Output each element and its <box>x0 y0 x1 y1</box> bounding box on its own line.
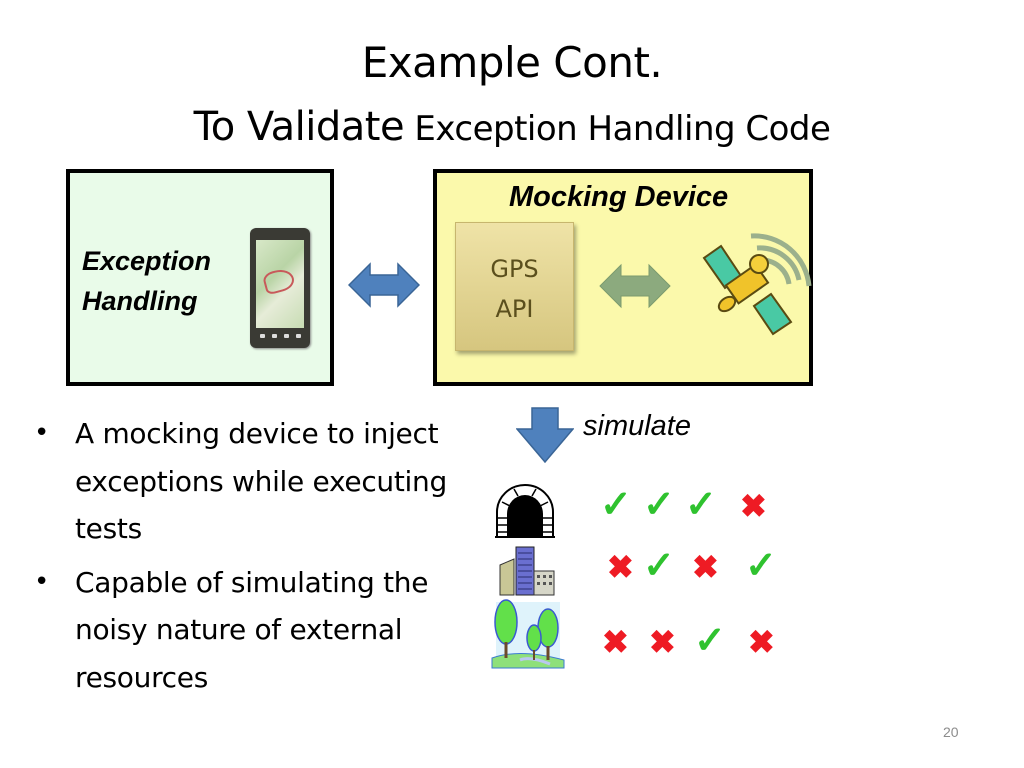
mocking-device-title: Mocking Device <box>509 181 729 213</box>
cross-icon: ✖ <box>607 549 634 585</box>
double-arrow-icon <box>348 262 420 308</box>
bullet-text: Capable of simulating the noisy nature o… <box>75 565 429 694</box>
exception-handling-label: Exception Handling <box>82 241 211 321</box>
tunnel-icon <box>495 484 555 538</box>
label-line1: Exception <box>82 246 212 276</box>
gps-api-box: GPS API <box>455 222 574 351</box>
bullet-list: • A mocking device to inject exceptions … <box>34 410 464 707</box>
title-small-part: Exception Handling Code <box>404 109 831 149</box>
title-big-part: To Validate <box>193 104 405 150</box>
mocking-device-box: Mocking Device GPS API <box>433 169 813 386</box>
check-icon: ✓ <box>643 545 675 587</box>
cross-icon: ✖ <box>649 624 676 660</box>
page-number: 20 <box>943 724 959 740</box>
simulate-label: simulate <box>583 410 691 442</box>
exception-handling-box: Exception Handling <box>66 169 334 386</box>
down-arrow-icon <box>516 407 574 463</box>
gps-label: GPS <box>490 255 539 283</box>
cross-icon: ✖ <box>602 624 629 660</box>
city-buildings-icon <box>499 546 555 596</box>
trees-park-icon <box>491 599 565 669</box>
check-icon: ✓ <box>600 484 632 526</box>
cross-icon: ✖ <box>748 624 775 660</box>
double-arrow-icon <box>599 263 671 309</box>
check-icon: ✓ <box>685 484 717 526</box>
label-line2: Handling <box>82 286 198 316</box>
check-icon: ✓ <box>694 620 726 662</box>
check-icon: ✓ <box>643 484 675 526</box>
cross-icon: ✖ <box>692 549 719 585</box>
smartphone-map-icon <box>250 228 310 348</box>
bullet-item: • Capable of simulating the noisy nature… <box>34 559 464 702</box>
slide-title-line1: Example Cont. <box>361 38 663 87</box>
bullet-item: • A mocking device to inject exceptions … <box>34 410 464 553</box>
check-icon: ✓ <box>745 545 777 587</box>
bullet-text: A mocking device to inject exceptions wh… <box>75 417 447 545</box>
cross-icon: ✖ <box>740 488 767 524</box>
slide-title-line2: To Validate Exception Handling Code <box>0 104 1024 150</box>
satellite-icon <box>702 233 812 336</box>
api-label: API <box>495 295 534 323</box>
